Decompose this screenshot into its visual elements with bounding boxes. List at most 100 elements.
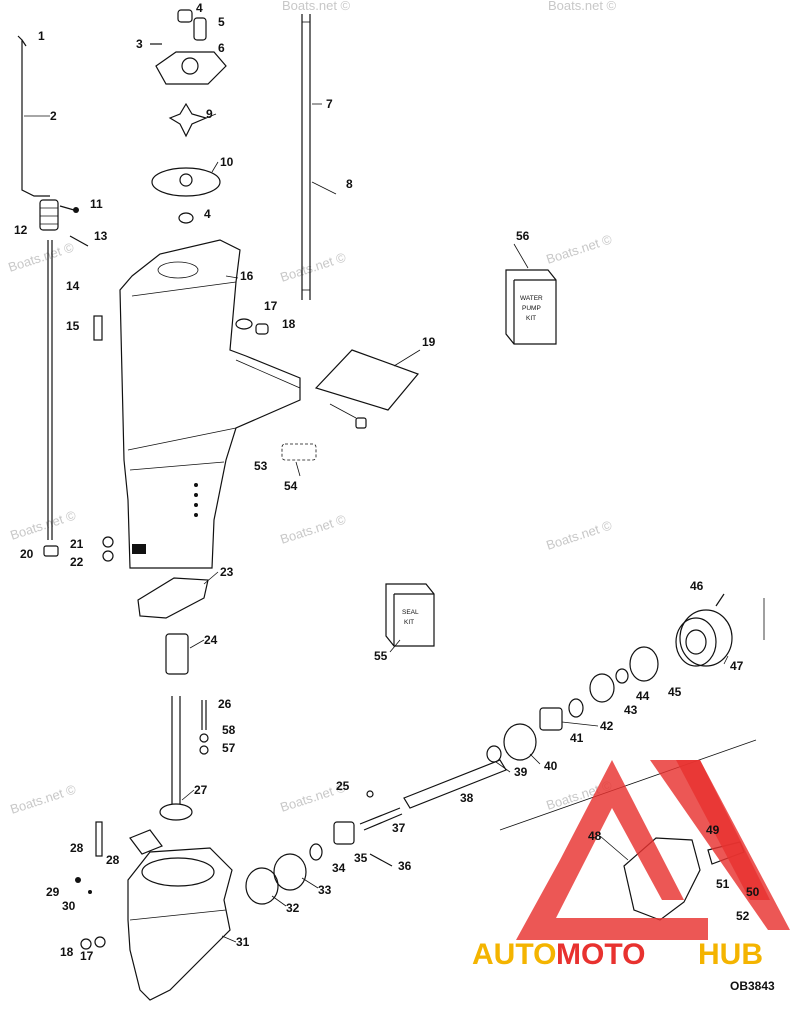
part-label: 43 [624,703,638,717]
kit-text: KIT [404,619,414,626]
kit-text: SEAL [402,609,419,616]
pin-13 [69,235,89,247]
washer-22 [102,550,114,562]
part-label: 17 [80,949,94,963]
part-label: 5 [218,15,225,29]
part-label: 19 [422,335,436,349]
watermark-text: Boats.net © [6,239,76,274]
driveshaft-7 [301,14,337,300]
shift-rod [17,35,53,540]
part-label: 7 [326,97,333,111]
gear-train [245,646,659,905]
part-label: 13 [94,229,108,243]
water-pump-kit-box: WATER PUMP KIT [505,269,557,345]
nut-21 [102,536,114,548]
water-pump-parts [150,9,227,224]
gear-housing-31 [127,847,233,1001]
part-label: 50 [746,885,760,899]
watermark-text: Boats.net © [544,517,614,552]
part-label: 3 [136,37,143,51]
stud-28 [95,821,103,857]
part-label: 6 [218,41,225,55]
part-label: 28 [106,853,120,867]
bushing-20 [43,545,59,557]
part-label: 48 [588,829,602,843]
anode-53 [281,443,317,477]
part-label: 42 [600,719,614,733]
part-label: 15 [66,319,80,333]
leader-lines [24,103,729,943]
watermark-text: Boats.net © [282,0,351,13]
part-label: 51 [716,877,730,891]
part-label: 41 [570,731,584,745]
kit-text: PUMP [522,305,541,312]
spacer-24 [165,633,189,675]
stud-26 [199,700,209,755]
part-label: 28 [70,841,84,855]
part-labels: 1 2 3 4 5 6 7 8 9 10 11 12 13 14 15 16 1… [14,1,760,963]
part-label: 18 [60,945,74,959]
watermark-text: Boats.net © [278,511,348,546]
retainer-28 [129,829,163,855]
bolt-15 [93,315,103,341]
seal-kit-box: SEAL KIT [385,583,435,647]
shift-rod-coupler [39,199,59,231]
part-label: 8 [346,177,353,191]
logo-triangle [650,760,790,930]
part-label: 39 [514,765,528,779]
watermark-text: Boats.net © [8,781,78,816]
part-label: 26 [218,697,232,711]
part-label: 9 [206,107,213,121]
part-label: 29 [46,885,60,899]
part-label: 31 [236,935,250,949]
part-label: 22 [70,555,84,569]
part-label: 18 [282,317,296,331]
kit-text: KIT [526,315,536,322]
part-label: 24 [204,633,218,647]
part-label: 58 [222,723,236,737]
part-label: 25 [336,779,350,793]
part-label: 17 [264,299,278,313]
automotohub-logo: AUTO MOTO HUB [472,760,790,971]
part-label: 21 [70,537,84,551]
part-label: 49 [706,823,720,837]
brand-part-2: MOTO [556,938,645,971]
watermark-text: Boats.net © [8,507,78,542]
part-label: 20 [20,547,34,561]
part-label: 4 [196,1,203,15]
bolt-18-top [255,323,269,335]
part-label: 1 [38,29,45,43]
part-label: 34 [332,861,346,875]
part-label: 12 [14,223,28,237]
screw-29 [75,877,92,894]
part-label: 53 [254,459,268,473]
watermark-text: Boats.net © [278,249,348,284]
watermark-text: Boats.net © [544,231,614,266]
part-label: 10 [220,155,234,169]
part-label: 14 [66,279,80,293]
part-label: 36 [398,859,412,873]
part-label: 37 [392,821,406,835]
bearing-carrier-47 [675,593,733,667]
part-label: 55 [374,649,388,663]
part-label: 45 [668,685,682,699]
part-label: 56 [516,229,530,243]
part-label: 57 [222,741,236,755]
driveshaft-housing-16 [119,239,301,569]
decal-19 [314,349,420,429]
part-label: 52 [736,909,750,923]
brand-part-1: AUTO [472,938,556,971]
part-label: 54 [284,479,298,493]
brand-part-3: HUB [698,938,763,971]
washer-17-top [235,318,253,330]
part-label: 2 [50,109,57,123]
logo-triangle [516,760,708,940]
part-label: 30 [62,899,76,913]
part-label: 33 [318,883,332,897]
screw-18-lower [80,936,106,950]
part-label: 4 [204,207,211,221]
watermark-text: Boats.net © [548,0,617,13]
logo-triangle [676,760,770,900]
